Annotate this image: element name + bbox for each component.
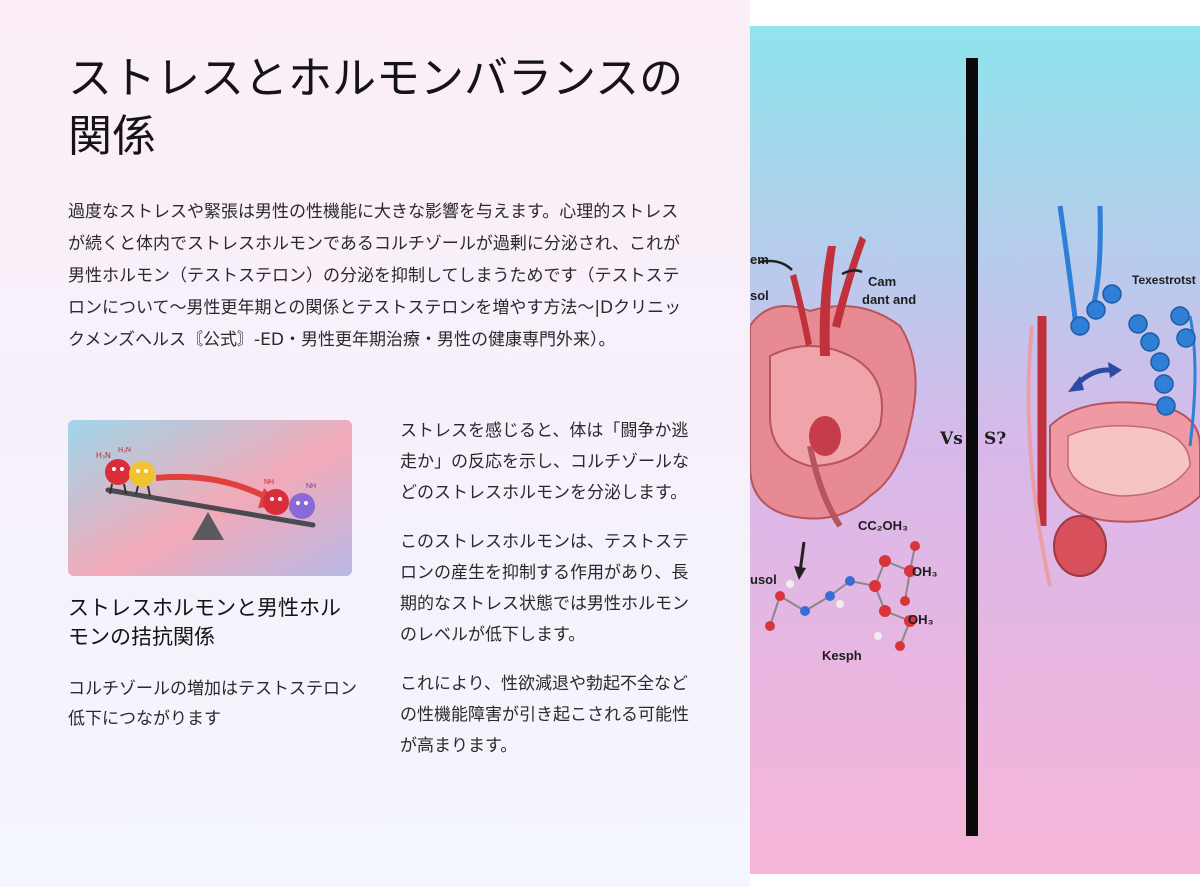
card-title: ストレスホルモンと男性ホルモンの拮抗関係: [68, 596, 341, 649]
label-usol: usol: [750, 572, 777, 587]
label-oh3-b: OH₃: [908, 612, 934, 627]
molecule-label: NH: [306, 483, 316, 490]
card-text: コルチゾールの増加はテストステロン低下につながります: [68, 679, 357, 729]
seesaw-illustration: H₃N H₃N NH NH: [68, 420, 352, 576]
label-dant: dant and: [862, 292, 916, 307]
intro-paragraph: 過度なストレスや緊張は男性の性機能に大きな影響を与えます。心理的ストレスが続くと…: [68, 202, 682, 350]
molecule-label: NH: [264, 479, 274, 486]
intestine-drawing: [750, 236, 920, 651]
label-texes: Texestrotst: [1132, 273, 1196, 287]
page-title: ストレスとホルモンバランスの関係: [68, 53, 684, 162]
label-em: em: [750, 252, 769, 267]
molecule-label: H₃N: [96, 451, 111, 460]
molecule-label: H₃N: [118, 447, 131, 454]
label-cam: Cam: [868, 274, 896, 289]
label-vs: Vs: [939, 429, 963, 449]
label-cc2oh3: CC₂OH₃: [858, 518, 908, 533]
body-paragraph: ストレスを感じると、体は「闘争か逃走か」の反応を示し、コルチゾールなどのストレス…: [400, 421, 689, 503]
body-paragraph: このストレスホルモンは、テストステロンの産生を抑制する作用があり、長期的なストレ…: [400, 532, 689, 645]
reproductive-organ-drawing: [1026, 205, 1200, 587]
label-kesph: Kesph: [822, 648, 862, 663]
label-sol: sol: [750, 288, 769, 303]
label-oh3-a: OH₃: [912, 564, 938, 579]
body-column: ストレスを感じると、体は「闘争か逃走か」の反応を示し、コルチゾールなどのストレス…: [400, 416, 690, 780]
article-panel: ストレスとホルモンバランスの関係 過度なストレスや緊張は男性の性機能に大きな影響…: [0, 0, 750, 887]
body-paragraph: これにより、性欲減退や勃起不全などの性機能障害が引き起こされる可能性が高まります…: [400, 674, 689, 756]
label-s: S?: [984, 429, 1006, 449]
anatomy-illustration: em sol Cam dant and usol CC₂OH₃ OH₃ OH₃ …: [750, 26, 1200, 874]
vs-divider: [966, 58, 978, 836]
